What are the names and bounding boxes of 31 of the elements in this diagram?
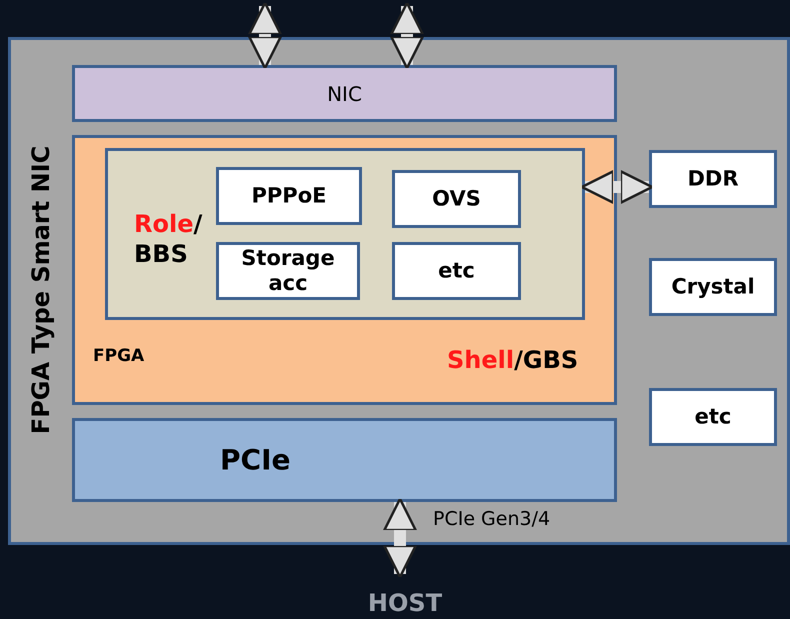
module-box — [392, 242, 521, 300]
region-box — [105, 148, 585, 320]
region-label: Role/ BBS — [134, 209, 204, 269]
module-label: etc — [437, 258, 476, 284]
module-box — [649, 388, 777, 446]
module-box — [216, 242, 360, 300]
module-label: PCIe — [220, 444, 290, 476]
module-label: Storage acc — [240, 246, 336, 296]
module-label: FPGA — [93, 346, 144, 366]
edge-label: PCIe Gen3/4 — [433, 508, 550, 530]
module-box — [72, 418, 617, 502]
board-panel — [8, 37, 790, 545]
board-title: FPGA Type Smart NIC — [27, 146, 55, 434]
module-box — [216, 167, 362, 225]
module-box — [72, 135, 617, 405]
module-label: DDR — [686, 166, 740, 192]
double-arrow — [580, 170, 654, 204]
module-label: HOST — [366, 589, 444, 617]
module-label: Crystal — [670, 274, 756, 300]
module-box — [649, 150, 777, 208]
module-label: OVS — [431, 186, 482, 212]
region-label: Shell/GBS — [447, 346, 578, 374]
module-label: NIC — [326, 82, 363, 106]
module-box — [649, 258, 777, 316]
module-label: PPPoE — [250, 183, 328, 209]
double-arrow — [383, 498, 417, 578]
double-arrow — [248, 2, 282, 70]
double-arrow — [390, 2, 424, 70]
module-box — [72, 65, 617, 122]
module-box — [392, 170, 521, 228]
module-label: etc — [694, 404, 732, 430]
